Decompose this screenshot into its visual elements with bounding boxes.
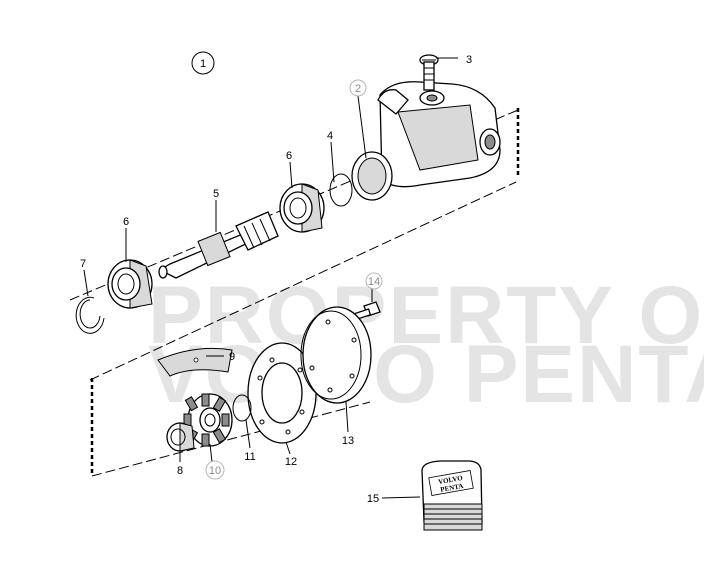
callout-9: 9 (229, 351, 235, 363)
callouts: 2 3 4 5 6 6 7 8 9 10 11 12 13 14 15 (80, 54, 472, 505)
screw (419, 54, 439, 91)
o-ring (329, 173, 353, 207)
ball-bearing-upper (279, 183, 325, 233)
kit-brand-logo: VOLVO PENTA (428, 470, 474, 496)
callout-2-label: 2 (355, 83, 361, 95)
gasket (247, 342, 317, 444)
callout-13: 13 (342, 435, 354, 447)
callout-14: 14 (365, 272, 383, 290)
watermark: PROPERTY OF VOLVO PENTA (148, 270, 704, 420)
cam-plate (157, 347, 233, 377)
callout-4: 4 (327, 130, 333, 142)
callout-10: 10 (205, 460, 225, 480)
watermark-line-1: PROPERTY OF (148, 270, 704, 361)
callout-10-label: 10 (209, 465, 221, 477)
impeller (183, 393, 233, 447)
callout-6-upper: 6 (286, 150, 292, 162)
callout-2: 2 (349, 79, 367, 97)
callout-11: 11 (244, 451, 255, 463)
callout-6-lower: 6 (123, 216, 129, 228)
pump-shaft (158, 211, 279, 279)
callout-15: 15 (367, 493, 379, 505)
cover-plate (300, 306, 372, 404)
pump-housing (351, 81, 501, 201)
callout-12: 12 (285, 456, 297, 468)
ball-bearing-lower (107, 259, 153, 309)
callout-3: 3 (466, 54, 472, 66)
callout-5: 5 (213, 188, 219, 200)
leader-lines (83, 57, 458, 499)
watermark-line-2: VOLVO PENTA (148, 329, 704, 420)
o-ring-small (232, 394, 252, 422)
group-badge-label: 1 (200, 58, 206, 70)
lower-boundary (90, 378, 371, 477)
group-badge: 1 (191, 51, 215, 75)
service-kit: VOLVO PENTA (421, 460, 483, 531)
callout-8: 8 (177, 465, 183, 477)
callout-14-label: 14 (368, 276, 380, 288)
shaft-seal (166, 422, 195, 452)
kit-brand-line-2: PENTA (440, 482, 464, 494)
callout-7: 7 (80, 258, 86, 270)
circlip (75, 296, 105, 334)
